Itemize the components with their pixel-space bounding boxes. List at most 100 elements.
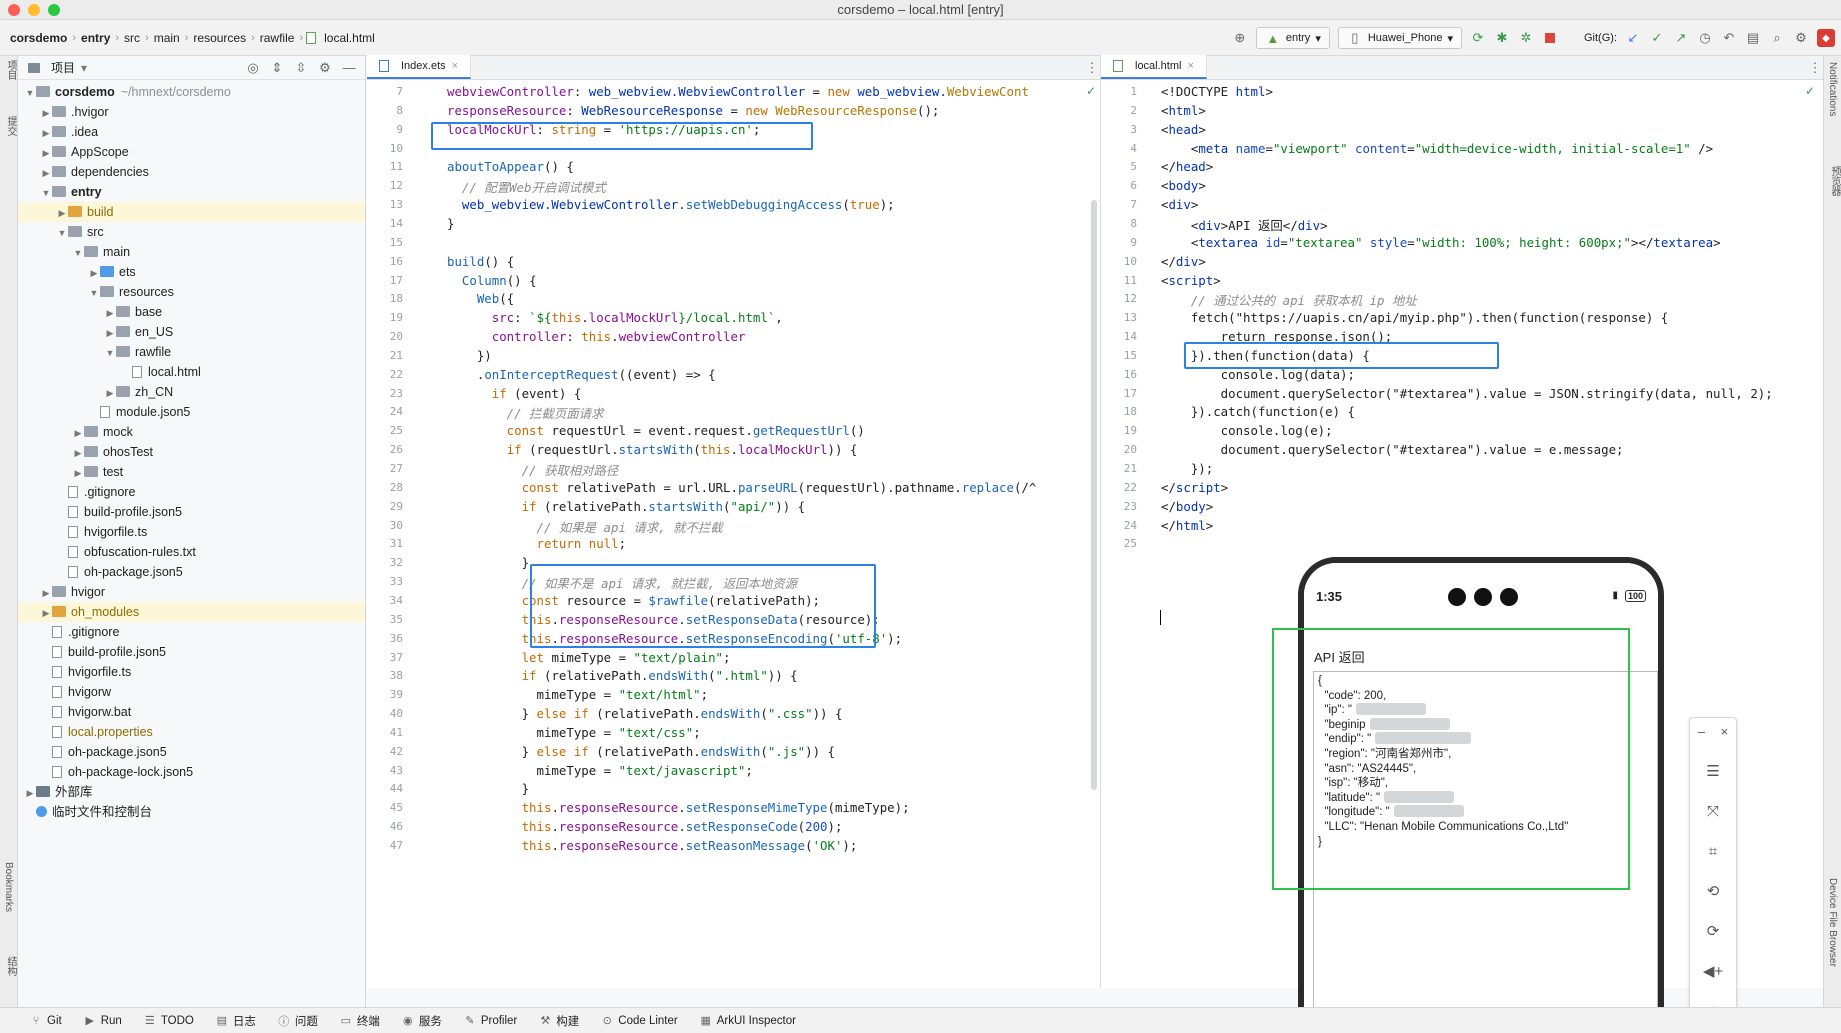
git-commit-icon[interactable]: ✓ [1651,30,1663,45]
code-line[interactable]: this.responseResource.setResponseMimeTyp… [447,800,910,815]
tool-window-device-file-browser[interactable]: Device File Browser [1827,878,1838,967]
tree-item[interactable]: oh-package.json5 [18,562,365,582]
bottom-tool-run[interactable]: ▶Run [84,1013,121,1029]
history-icon[interactable]: ◷ [1699,30,1711,45]
code-line[interactable]: <head> [1161,122,1206,137]
volume-up-icon[interactable]: ◀+ [1702,963,1724,980]
more-options-icon[interactable]: ⋮ [1085,59,1099,75]
code-line[interactable]: const relativePath = url.URL.parseURL(re… [447,480,1037,495]
code-line[interactable]: controller: this.webviewController [447,329,746,344]
chevron-down-icon[interactable]: ▼ [57,228,67,238]
tree-item[interactable]: oh-package.json5 [18,742,365,762]
gear-icon[interactable]: ⚙ [319,59,331,75]
tree-item[interactable]: ▼entry [18,182,365,202]
tree-item[interactable]: ▶base [18,302,365,322]
chevron-down-icon[interactable]: ▾ [81,60,88,75]
collapse-all-icon[interactable]: ⇳ [295,59,307,75]
locate-file-icon[interactable]: ◎ [247,59,259,75]
code-line[interactable]: // 获取相对路径 [447,461,619,479]
chevron-right-icon[interactable]: ▶ [42,168,50,178]
code-line[interactable]: document.querySelector("#textarea").valu… [1161,442,1624,457]
tree-item[interactable]: obfuscation-rules.txt [18,542,365,562]
code-line[interactable]: <body> [1161,178,1206,193]
code-line[interactable]: web_webview.WebviewController.setWebDebu… [447,197,895,212]
chevron-right-icon[interactable]: ▶ [42,608,50,618]
code-line[interactable]: </html> [1161,518,1213,533]
scrollbar[interactable] [1091,200,1097,790]
debug-icon[interactable]: ✱ [1496,30,1508,45]
more-options-icon[interactable]: ⋮ [1808,59,1822,75]
code-line[interactable]: console.log(e); [1161,423,1333,438]
module-select[interactable]: ▲entry▾ [1255,27,1330,49]
tab-local-html[interactable]: local.html × [1101,55,1207,79]
response-textarea[interactable]: { "code": 200, "ip": " "beginip "endip":… [1313,671,1658,1033]
project-panel-title[interactable]: 项目 [51,61,76,75]
minimize-window-button[interactable] [28,4,40,16]
target-icon[interactable]: ⊕ [1234,30,1246,45]
breadcrumb-item[interactable]: resources [193,30,247,45]
tree-item[interactable]: ▶oh_modules [18,602,365,622]
code-line[interactable]: // 通过公共的 api 获取本机 ip 地址 [1161,291,1417,309]
attach-debugger-icon[interactable]: ✲ [1520,30,1532,45]
code-line[interactable]: return null; [447,536,627,551]
tree-item[interactable]: ▶AppScope [18,142,365,162]
code-line[interactable]: let mimeType = "text/plain"; [447,650,731,665]
code-line[interactable]: <textarea id="textarea" style="width: 10… [1161,235,1721,250]
tree-item[interactable]: module.json5 [18,402,365,422]
code-line[interactable]: this.responseResource.setResponseEncodin… [447,631,903,646]
tree-item[interactable]: ▶en_US [18,322,365,342]
tool-window-project[interactable]: 项目 [5,60,16,80]
bottom-tool-日志[interactable]: ▤日志 [216,1013,256,1029]
code-line[interactable]: if (requestUrl.startsWith(this.localMock… [447,442,858,457]
bottom-tool-git[interactable]: ⑂Git [30,1013,62,1029]
tree-item[interactable]: ▶build [18,202,365,222]
code-line[interactable]: return response.json(); [1161,329,1393,344]
tree-item[interactable]: ▼corsdemo~/hmnext/corsdemo [18,82,365,102]
chevron-right-icon[interactable]: ▶ [42,128,50,138]
code-line[interactable]: if (relativePath.endsWith(".html")) { [447,668,798,683]
crop-icon[interactable]: ⌗ [1708,842,1718,860]
code-line[interactable]: localMockUrl: string = 'https://uapis.cn… [447,122,760,137]
code-line[interactable]: this.responseResource.setResponseData(re… [447,612,880,627]
bottom-tool-服务[interactable]: ◉服务 [402,1013,442,1029]
code-line[interactable]: </body> [1161,499,1213,514]
code-line[interactable]: // 拦截页面请求 [447,404,604,422]
code-line[interactable]: responseResource: WebResourceResponse = … [447,103,939,118]
phone-emulator[interactable]: 1:35 ▮ 100 API 返回 { "code": 200, "ip": "… [1298,557,1664,1033]
chevron-right-icon[interactable]: ▶ [106,328,114,338]
tool-window-bookmarks[interactable]: Bookmarks [3,862,14,913]
maximize-window-button[interactable] [48,4,60,16]
chevron-right-icon[interactable]: ▶ [42,108,50,118]
code-line[interactable]: Column() { [447,273,537,288]
rollback-icon[interactable]: ↶ [1723,30,1735,45]
chevron-down-icon[interactable]: ▼ [105,348,115,358]
expand-all-icon[interactable]: ⇕ [271,59,283,75]
code-line[interactable]: <div> [1161,197,1198,212]
minimize-icon[interactable]: – [1697,723,1706,739]
chevron-right-icon[interactable]: ▶ [90,268,98,278]
code-line[interactable]: webviewController: web_webview.WebviewCo… [447,84,1029,99]
tree-item[interactable]: .gitignore [18,622,365,642]
phone-screen[interactable]: 1:35 ▮ 100 API 返回 { "code": 200, "ip": "… [1304,563,1658,1033]
tree-item[interactable]: ▶外部库 [18,782,365,802]
code-line[interactable]: <div>API 返回</div> [1161,216,1328,234]
bottom-tool-终端[interactable]: ▭终端 [340,1013,380,1029]
breadcrumb-item[interactable]: src [124,30,141,45]
menu-icon[interactable]: ☰ [1706,763,1720,780]
breadcrumb-item[interactable]: corsdemo [10,30,68,45]
gear-icon[interactable]: ⚙ [1795,30,1807,45]
code-line[interactable]: aboutToAppear() { [447,159,574,174]
tool-window-notifications[interactable]: Notifications [1827,62,1838,117]
code-line[interactable]: const requestUrl = event.request.getRequ… [447,423,865,438]
tree-item[interactable]: build-profile.json5 [18,642,365,662]
tree-item[interactable]: ▶hvigor [18,582,365,602]
code-line[interactable]: } [447,555,529,570]
code-line[interactable]: src: `${this.localMockUrl}/local.html`, [447,310,783,325]
code-line[interactable]: </head> [1161,159,1213,174]
tool-window-previewer[interactable]: 预览器 [1829,166,1840,196]
bottom-tool-构建[interactable]: ⚒构建 [539,1013,579,1029]
code-line[interactable]: // 如果不是 api 请求, 就拦截, 返回本地资源 [447,574,797,592]
code-line[interactable]: // 配置Web开启调试模式 [447,178,606,196]
tree-item[interactable]: ▼main [18,242,365,262]
